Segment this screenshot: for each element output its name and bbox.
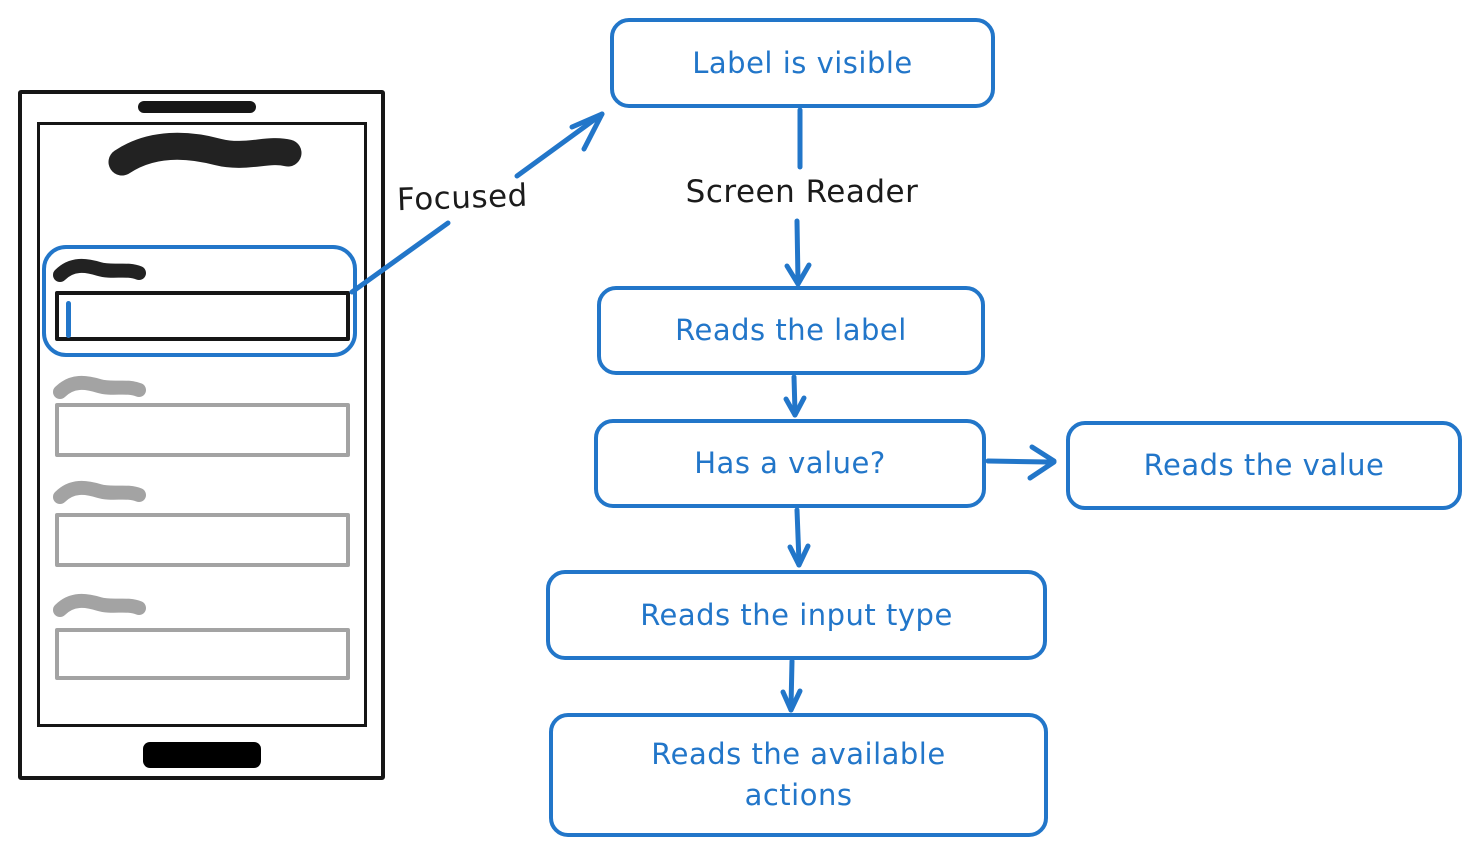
focused-label: Focused xyxy=(396,177,529,219)
arrow-has-value-to-reads-value xyxy=(985,444,1057,481)
flow-box-has-a-value: Has a value? xyxy=(594,419,986,508)
flow-box-text: Label is visible xyxy=(692,45,913,80)
focus-highlight-ring xyxy=(42,245,357,357)
flow-box-reads-the-label: Reads the label xyxy=(597,286,985,375)
flow-box-text: Reads the label xyxy=(675,313,907,348)
flow-box-label-is-visible: Label is visible xyxy=(610,18,995,108)
arrow-reader-to-reads-label xyxy=(784,218,812,287)
flow-box-reads-the-value: Reads the value xyxy=(1066,421,1462,510)
flow-box-reads-the-available-actions: Reads the available actions xyxy=(549,713,1048,837)
flow-box-text: Reads the available actions xyxy=(651,737,946,812)
flow-box-text: Reads the input type xyxy=(640,597,953,632)
input-field[interactable] xyxy=(55,403,350,457)
flow-box-text: Reads the value xyxy=(1143,448,1385,483)
phone-speaker-bar xyxy=(138,101,256,113)
phone-home-button xyxy=(143,742,261,768)
focused-input-field[interactable] xyxy=(55,291,350,341)
input-field[interactable] xyxy=(55,513,350,567)
arrow-input-type-to-actions xyxy=(780,658,803,713)
flow-box-text: Has a value? xyxy=(694,446,886,481)
screen-reader-label: Screen Reader xyxy=(685,174,919,210)
arrow-label-to-has-value xyxy=(783,374,807,418)
arrow-has-value-to-input-type xyxy=(787,507,811,568)
text-caret xyxy=(66,301,71,338)
flow-box-reads-the-input-type: Reads the input type xyxy=(546,570,1047,660)
input-field[interactable] xyxy=(55,628,350,680)
